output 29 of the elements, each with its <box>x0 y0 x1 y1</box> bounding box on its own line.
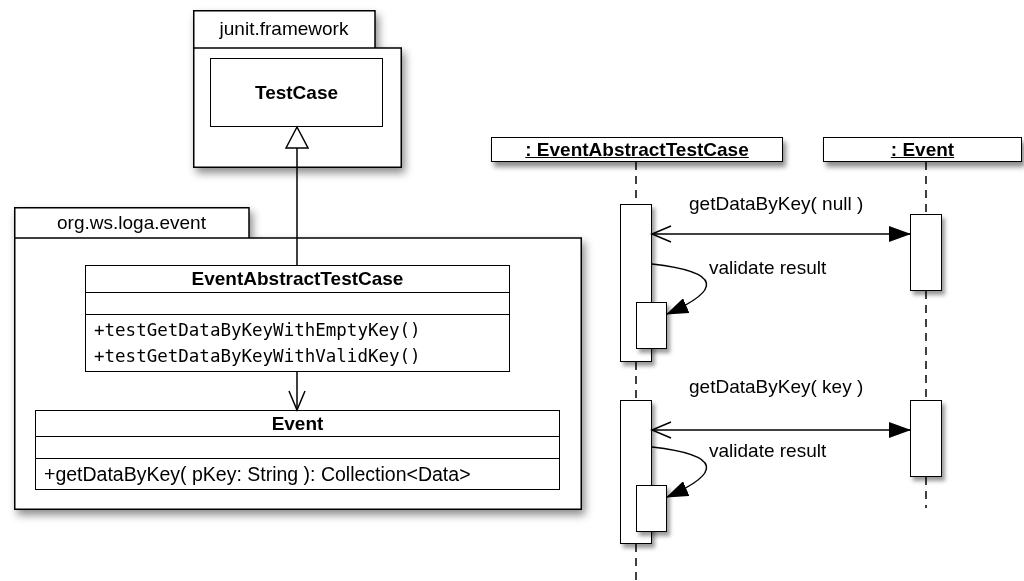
arrow <box>651 446 708 498</box>
class-name: TestCase <box>254 81 339 104</box>
object-name: : Event <box>890 138 955 161</box>
activation-bar <box>636 302 667 349</box>
class-name: EventAbstractTestCase <box>191 267 404 290</box>
package-frame <box>14 207 582 510</box>
arrow <box>285 126 309 266</box>
arrow <box>651 225 911 243</box>
lifeline <box>925 161 927 215</box>
activation-bar <box>910 400 942 477</box>
object-name: : EventAbstractTestCase <box>525 138 749 161</box>
class-box <box>85 265 510 372</box>
package-frame <box>193 10 402 168</box>
arrow <box>288 371 306 411</box>
class-box <box>210 58 383 127</box>
lifeline <box>635 361 637 401</box>
package-name: org.ws.loga.event <box>56 210 207 235</box>
object-box <box>823 137 1022 162</box>
activation-bar <box>910 214 942 291</box>
package-name: junit.framework <box>218 17 350 41</box>
class-name: Event <box>271 412 324 435</box>
method-signature: +testGetDataByKeyWithEmptyKey() <box>94 319 421 342</box>
object-box <box>491 137 783 162</box>
class-box <box>35 410 560 490</box>
arrow <box>651 421 911 439</box>
activation-bar <box>636 485 667 532</box>
method-signature: +getDataByKey( pKey: String ): Collection<Data> <box>44 462 471 487</box>
method-signature: +testGetDataByKeyWithValidKey() <box>94 345 421 368</box>
arrow <box>651 263 708 315</box>
